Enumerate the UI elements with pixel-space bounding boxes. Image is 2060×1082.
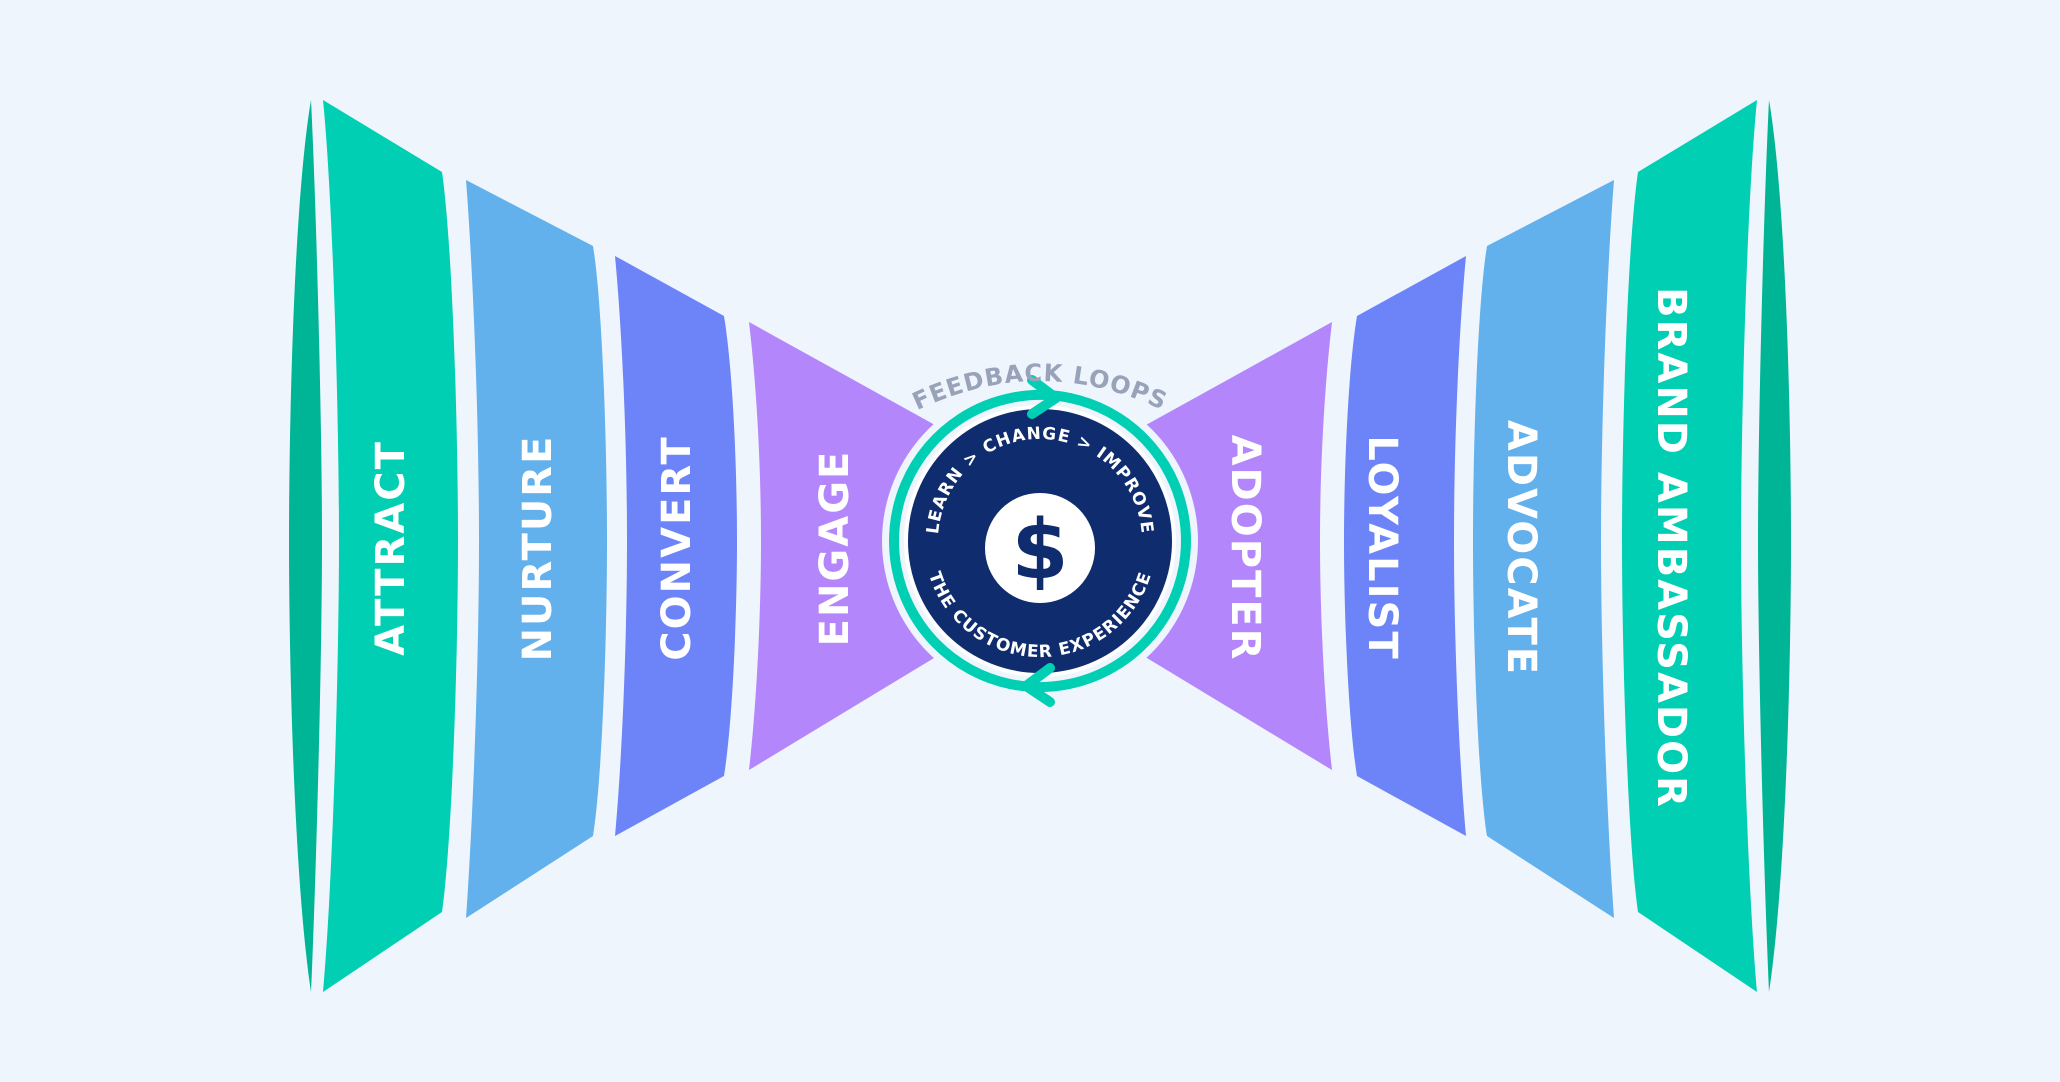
loyalist-segment bbox=[1344, 256, 1466, 836]
stage-label-loyalist: LOYALIST bbox=[1359, 435, 1405, 660]
stage-label-advocate: ADVOCATE bbox=[1498, 420, 1544, 676]
left-funnel bbox=[289, 100, 944, 992]
attract-rim bbox=[289, 100, 322, 992]
advocate-segment bbox=[1473, 180, 1614, 918]
dollar-coin bbox=[985, 493, 1095, 603]
feedback-hub: LEARN > CHANGE > IMPROVE THE CUSTOMER EX… bbox=[882, 359, 1198, 707]
stage-label-adopter: ADOPTER bbox=[1222, 435, 1268, 662]
engage-segment bbox=[749, 322, 944, 770]
convert-segment bbox=[615, 256, 737, 836]
cycle-arrow-head-bottom bbox=[1021, 663, 1055, 707]
stage-label-brand-ambassador: BRAND AMBASSADOR bbox=[1648, 287, 1694, 809]
stage-label-nurture: NURTURE bbox=[515, 435, 561, 662]
nurture-segment bbox=[466, 180, 607, 918]
dollar-icon: $ bbox=[1011, 503, 1068, 598]
right-funnel bbox=[1137, 100, 1791, 992]
attract-segment bbox=[323, 100, 458, 992]
brand-ambassador-segment bbox=[1622, 100, 1757, 992]
adopter-segment bbox=[1137, 322, 1332, 770]
left-stage-labels: ATTRACT NURTURE CONVERT ENGAGE bbox=[368, 435, 858, 662]
stage-label-engage: ENGAGE bbox=[812, 450, 858, 647]
stage-label-attract: ATTRACT bbox=[368, 440, 414, 656]
brand-ambassador-rim bbox=[1758, 100, 1791, 992]
cycle-arrow-icon-bottom bbox=[889, 414, 1015, 689]
cycle-arrow-icon-top bbox=[1065, 393, 1191, 668]
right-stage-labels: ADOPTER LOYALIST ADVOCATE BRAND AMBASSAD… bbox=[1222, 287, 1694, 809]
cycle-arrow-head-top bbox=[1027, 375, 1061, 419]
stage-label-convert: CONVERT bbox=[654, 435, 700, 660]
